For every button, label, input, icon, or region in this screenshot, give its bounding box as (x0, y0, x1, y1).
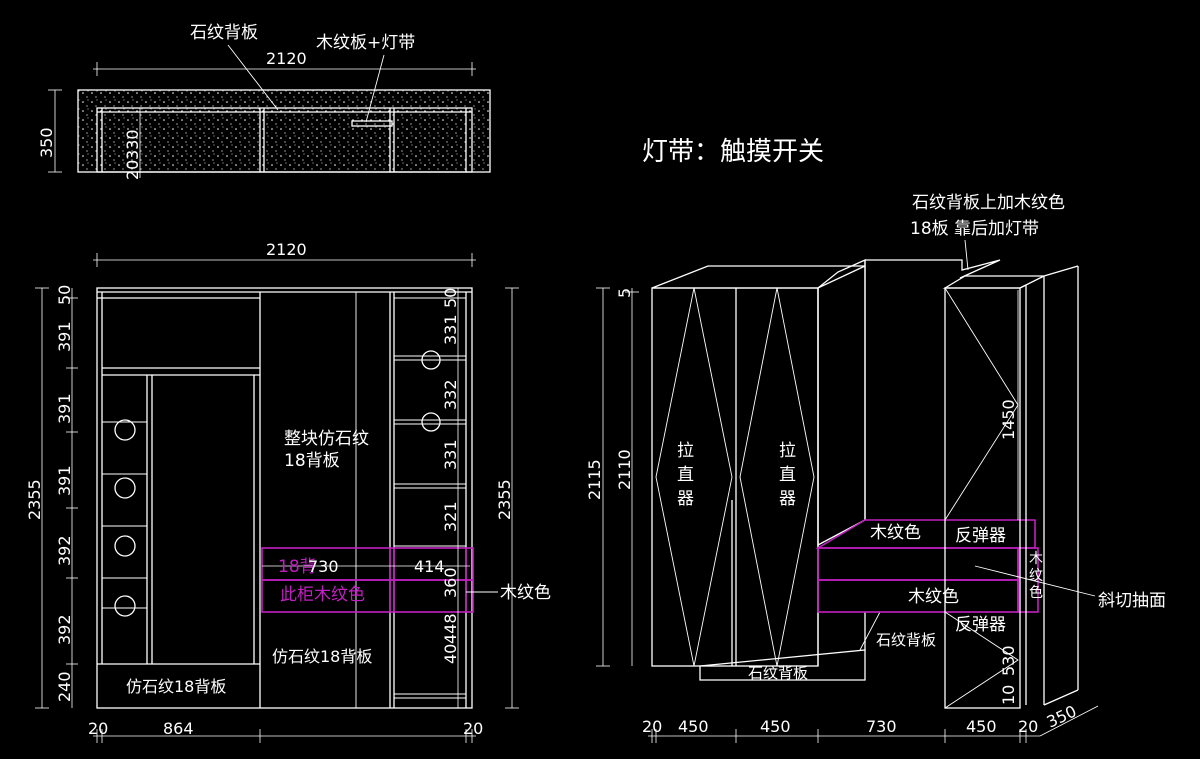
wood-upper: 木纹色 (870, 523, 921, 543)
stone-right: 石纹背板 (876, 631, 936, 649)
iso-bottom-1: 450 (678, 717, 709, 736)
plan-light-strip (351, 120, 393, 127)
bevel-label: 斜切抽面 (1098, 591, 1166, 611)
wood-v-3: 色 (1029, 584, 1043, 601)
rebound-lower: 反弹器 (955, 615, 1006, 635)
right-dim-4: 321 (441, 501, 460, 532)
left-dim-0: 50 (55, 285, 74, 305)
magenta-label: 此柜木纹色 (280, 585, 365, 605)
iso-depth-350: 350 (1044, 701, 1080, 731)
right-cabinet-front (944, 287, 1021, 709)
plan-width: 2120 (266, 49, 307, 68)
iso-note-line1: 石纹背板上加木纹色 (912, 193, 1065, 213)
label-wood-color: 木纹色 (500, 583, 551, 603)
plan-inner-20: 20 (123, 160, 142, 180)
iso-bottom-2: 450 (760, 717, 791, 736)
handle-a-1: 拉 (677, 441, 694, 461)
center-text-line1: 整块仿石纹 (284, 429, 369, 449)
iso-bottom-5: 20 (1018, 717, 1038, 736)
iso-top-5: 5 (615, 288, 634, 298)
left-dim-2: 391 (55, 393, 74, 424)
plan-label-wood: 木纹板+灯带 (316, 33, 415, 53)
iso-530: 530 (999, 645, 1018, 676)
left-dim-1: 391 (55, 321, 74, 352)
handle-b-2: 直 (779, 465, 796, 485)
leader-stone (227, 44, 279, 111)
right-dim-7: 40 (441, 644, 460, 664)
left-lower-text: 仿石纹18背板 (126, 677, 226, 696)
left-dim-5: 392 (55, 614, 74, 645)
wood-lower: 木纹色 (908, 587, 959, 607)
handle-a-2: 直 (677, 465, 694, 485)
plan-label-stone: 石纹背板 (190, 23, 258, 43)
height-right: 2355 (495, 479, 514, 520)
right-dim-1: 331 (441, 314, 460, 345)
left-cabinet-top (651, 265, 866, 289)
left-dim-6: 240 (55, 671, 74, 702)
right-dim-6: 448 (441, 613, 460, 644)
center-text-line2: 18背板 (284, 451, 340, 471)
handle-a-3: 器 (677, 489, 694, 509)
plan-depth: 350 (37, 127, 56, 158)
drawing-title: 灯带：触摸开关 (642, 137, 824, 167)
left-dim-3: 391 (55, 465, 74, 496)
front-width: 2120 (266, 240, 307, 259)
rebound-upper: 反弹器 (955, 526, 1006, 546)
iso-h-2110: 2110 (615, 449, 634, 490)
isometric-view: 石纹背板上加木纹色 18板 靠后加灯带 拉 直 器 拉 直 器 石纹背板 石纹背… (585, 193, 1166, 743)
left-dim-4: 392 (55, 535, 74, 566)
overlap-18: 18背 (278, 557, 317, 577)
handle-b-3: 器 (779, 489, 796, 509)
iso-10: 10 (999, 685, 1018, 705)
plan-inner-330: 330 (123, 129, 142, 160)
plan-inner-frame (96, 107, 473, 173)
right-dim-3: 331 (441, 439, 460, 470)
height-left: 2355 (25, 479, 44, 520)
bottom-dim-1: 864 (163, 719, 194, 738)
front-outer-frame (96, 287, 473, 709)
magenta-band-lower (261, 579, 474, 613)
right-dim-0: 50 (441, 288, 460, 308)
iso-1450: 1450 (999, 399, 1018, 440)
center-lower-text: 仿石纹18背板 (272, 647, 372, 666)
bottom-dim-0: 20 (88, 719, 108, 738)
handle-b-1: 拉 (779, 441, 796, 461)
front-view: 木纹色 整块仿石纹 18背板 18背 730 此柜木纹色 414 仿石纹18背板… (25, 240, 551, 743)
iso-bottom-0: 20 (642, 717, 662, 736)
right-dim-5: 360 (441, 567, 460, 598)
plan-stone-outline (77, 89, 491, 173)
wood-v-1: 木 (1029, 551, 1043, 567)
iso-bottom-4: 450 (966, 717, 997, 736)
plan-view: 石纹背板 木纹板+灯带 2120 350 330 20 (37, 23, 491, 180)
overlap-730: 730 (308, 557, 339, 576)
right-dim-2: 332 (441, 379, 460, 410)
bottom-dim-2: 20 (463, 719, 483, 738)
stone-bottom: 石纹背板 (748, 664, 808, 682)
leader-wood (365, 54, 385, 123)
iso-note-line2: 18板 靠后加灯带 (910, 219, 1039, 239)
iso-bottom-3: 730 (866, 717, 897, 736)
iso-h-2115: 2115 (585, 459, 604, 500)
dim-414: 414 (414, 557, 445, 576)
